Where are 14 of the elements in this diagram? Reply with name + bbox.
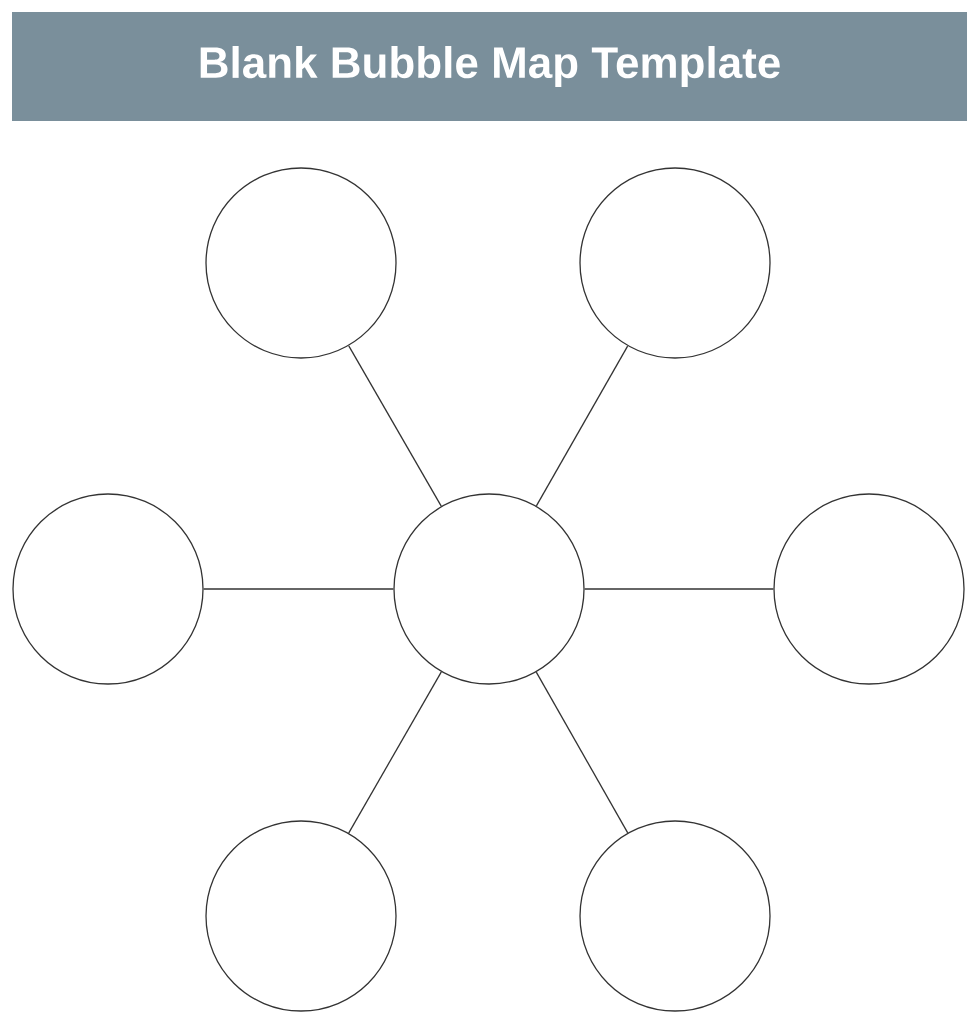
bubble-circle [12, 493, 204, 685]
bubble-circle [393, 493, 585, 685]
connector-line [348, 345, 442, 507]
connector-line [535, 345, 629, 507]
connector-line [535, 671, 629, 834]
bubble-circle [205, 820, 397, 1012]
connector-line [584, 588, 774, 590]
bubble-circle [205, 167, 397, 359]
connector-line [203, 588, 394, 590]
title-banner: Blank Bubble Map Template [12, 12, 967, 121]
bubble-circle [579, 167, 771, 359]
bubble-circle [773, 493, 965, 685]
bubble-circle [579, 820, 771, 1012]
connector-line [348, 671, 442, 834]
